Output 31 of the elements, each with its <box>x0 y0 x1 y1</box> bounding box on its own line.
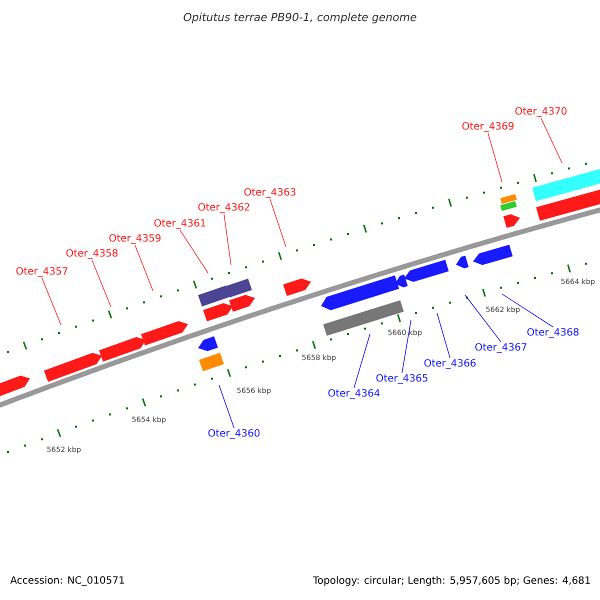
title: Opitutus terrae PB90-1, complete genome <box>184 12 416 24</box>
leader-line <box>180 230 208 274</box>
gene-label: Oter_4359 <box>109 234 161 244</box>
gene-label: Oter_4360 <box>208 429 260 439</box>
accession-text: Accession: NC_010571 <box>10 576 124 586</box>
leader-line <box>42 278 62 326</box>
gene-label: Oter_4370 <box>515 107 567 117</box>
gene-label: Oter_4362 <box>198 203 250 213</box>
gene-label: Oter_4365 <box>376 374 428 384</box>
leader-line <box>402 320 412 374</box>
gene-label: Oter_4369 <box>462 122 514 132</box>
gene-label: Oter_4367 <box>475 343 526 353</box>
leader-line <box>224 214 232 266</box>
leader-line <box>134 244 154 292</box>
gene-label: Oter_4363 <box>244 188 296 198</box>
leader-line <box>502 294 554 328</box>
gene-label: Oter_4357 <box>16 267 68 277</box>
gene-label: Oter_4361 <box>154 219 206 229</box>
leader-line <box>354 334 370 388</box>
leader-line <box>218 384 234 428</box>
leader-line <box>488 132 502 182</box>
leader-line <box>270 198 286 248</box>
genome-info-text: Topology: circular; Length: 5,957,605 bp; Genes: 4,681 <box>312 576 590 586</box>
leader-line <box>464 294 502 342</box>
gene-label: Oter_4368 <box>527 328 579 338</box>
gene-label: Oter_4358 <box>66 249 118 259</box>
leader-line <box>436 312 450 358</box>
gene-label: Oter_4366 <box>424 359 476 369</box>
leader-line <box>92 260 112 308</box>
leader-line <box>540 118 562 164</box>
gene-label: Oter_4364 <box>328 389 380 399</box>
